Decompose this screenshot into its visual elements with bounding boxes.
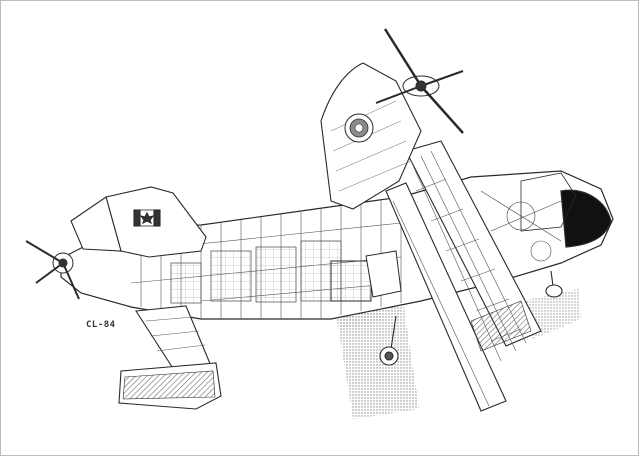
- maple-leaf-flag-icon: [133, 209, 161, 227]
- engine-pod: [330, 250, 402, 302]
- landing-gear: [379, 270, 563, 366]
- tail-rotor: [25, 240, 80, 300]
- propeller-upper: [375, 28, 464, 134]
- roundel-icon: [344, 113, 374, 143]
- lower-stabilizer: [118, 305, 222, 410]
- serial-marking: CL-84: [86, 320, 116, 330]
- tilt-wing: [385, 140, 542, 412]
- tail-fin: [70, 186, 207, 258]
- upper-wing: [320, 62, 422, 210]
